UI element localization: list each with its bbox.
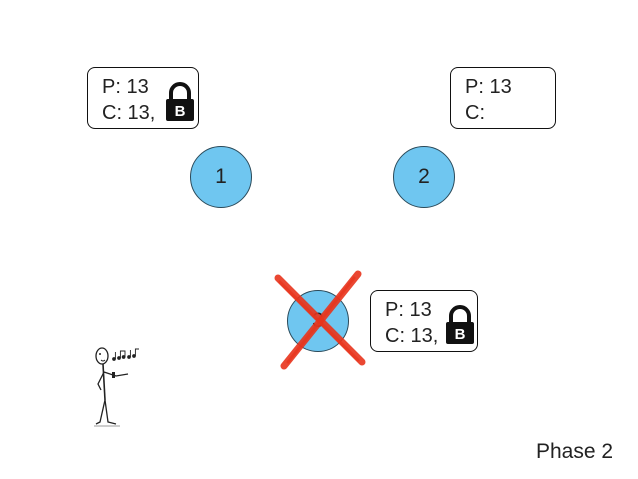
state-box-node-1: P: 13 C: 13, B (87, 67, 199, 129)
padlock-icon: B (446, 305, 474, 344)
proposal-value: P: 13 (465, 76, 512, 98)
node-label: 2 (418, 165, 430, 188)
singing-stick-figure-icon (94, 347, 139, 427)
commit-value: C: 13, (102, 102, 156, 124)
node-2: 2 (393, 146, 455, 208)
padlock-icon: B (166, 82, 194, 121)
red-x-icon (274, 270, 366, 370)
proposal-value: P: 13 (102, 76, 149, 98)
node-1: 1 (190, 146, 252, 208)
state-box-node-2: P: 13 C: (450, 67, 556, 129)
commit-value: C: 13, (385, 325, 439, 347)
commit-value: C: (465, 102, 485, 124)
state-box-node-3: P: 13 C: 13, B (370, 290, 478, 352)
lock-letter: B (455, 326, 466, 343)
lock-letter: B (175, 103, 186, 120)
proposal-value: P: 13 (385, 299, 432, 321)
phase-label: Phase 2 (536, 440, 614, 463)
node-label: 1 (215, 165, 227, 188)
